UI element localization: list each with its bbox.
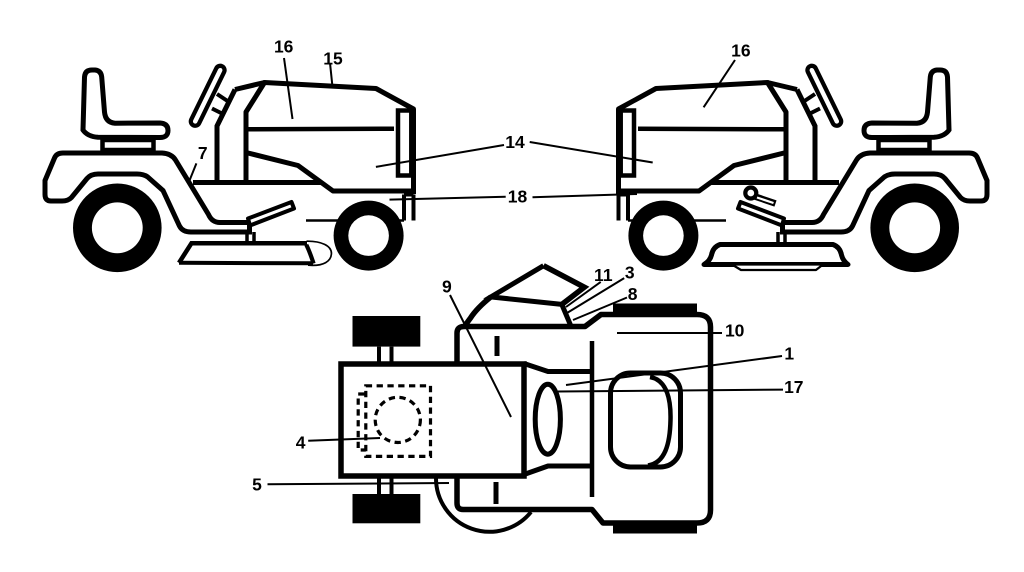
svg-text:5: 5: [252, 475, 262, 495]
svg-text:9: 9: [442, 277, 452, 297]
svg-text:8: 8: [628, 284, 638, 304]
svg-text:3: 3: [625, 263, 635, 283]
svg-text:16: 16: [731, 41, 751, 61]
svg-text:4: 4: [296, 433, 306, 453]
svg-text:7: 7: [198, 143, 208, 163]
svg-text:15: 15: [323, 48, 343, 68]
svg-text:1: 1: [784, 343, 794, 363]
svg-text:10: 10: [725, 320, 745, 340]
svg-text:11: 11: [594, 265, 613, 285]
svg-text:14: 14: [505, 132, 525, 152]
svg-text:16: 16: [274, 37, 294, 57]
svg-text:17: 17: [784, 377, 803, 397]
svg-text:18: 18: [508, 186, 528, 206]
